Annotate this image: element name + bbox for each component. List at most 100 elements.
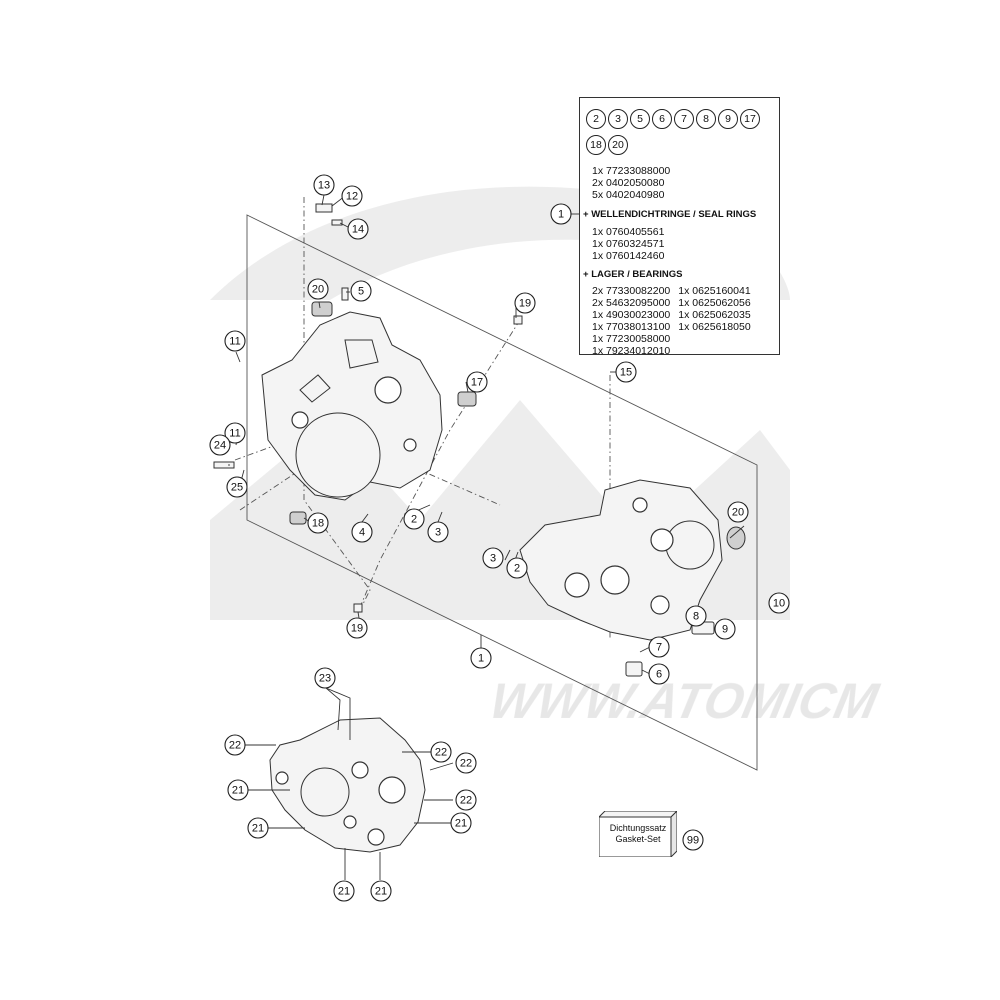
callout-label: 11 (229, 336, 240, 348)
ref-badge: 3 (608, 109, 628, 129)
bearing-line: 2x 54632095000 (592, 297, 671, 309)
callout-circle (427, 521, 449, 543)
callout-label: 22 (460, 795, 472, 807)
callout-circle (648, 636, 670, 658)
screw-line: 1x 77233088000 (592, 165, 671, 177)
callout-circle (351, 521, 373, 543)
callout-11: 11 (224, 422, 246, 444)
callout-19: 19 (514, 292, 536, 314)
callout-label: 14 (352, 224, 364, 236)
callout-circle (682, 829, 704, 851)
bearing-line: 1x 49030023000 (592, 309, 671, 321)
callout-label: 22 (229, 740, 241, 752)
callout-label: 3 (435, 527, 441, 539)
callout-8: 8 (685, 605, 707, 627)
callout-label: 18 (312, 518, 324, 530)
callout-label: 7 (656, 642, 662, 654)
callout-circle (714, 618, 736, 640)
callout-circle (768, 592, 790, 614)
ref-badge: 18 (586, 135, 606, 155)
callout-circle (314, 667, 336, 689)
bearing-line: 2x 77330082200 (592, 285, 671, 297)
callout-21: 21 (333, 880, 355, 902)
gasket-set-label-de: Dichtungssatz (609, 823, 667, 833)
callout-15: 15 (615, 361, 637, 383)
callout-circle (226, 476, 248, 498)
callout-circle (506, 557, 528, 579)
callout-circle (455, 752, 477, 774)
callout-circle (313, 174, 335, 196)
callout-circle (224, 734, 246, 756)
callout-circle (470, 647, 492, 669)
callout-layer: 1122334567891011111213141517181919202021… (209, 174, 790, 902)
callout-label: 2 (514, 563, 520, 575)
callout-20: 20 (307, 278, 329, 300)
bearing-line: 1x 0625618050 (678, 321, 751, 333)
bearings-heading: + LAGER / BEARINGS (583, 269, 683, 280)
screw-line: 5x 0402040980 (592, 189, 665, 201)
ref-badge: 9 (718, 109, 738, 129)
callout-circle (227, 779, 249, 801)
bearing-line: 1x 77230058000 (592, 333, 671, 345)
callout-22: 22 (455, 752, 477, 774)
callout-1: 1 (550, 203, 572, 225)
callout-6: 6 (648, 663, 670, 685)
callout-1: 1 (470, 647, 492, 669)
bearing-18 (289, 511, 307, 525)
callout-12: 12 (341, 185, 363, 207)
callout-label: 9 (722, 624, 728, 636)
callout-label: 1 (478, 653, 484, 665)
callout-label: 20 (732, 507, 744, 519)
screw-list: 1x 77233088000 2x 0402050080 5x 04020409… (592, 165, 670, 201)
small-parts (213, 203, 746, 677)
plus-sign: + (583, 209, 589, 220)
callout-label: 21 (455, 818, 467, 830)
callout-20: 20 (727, 501, 749, 523)
dowel-19-bottom (353, 603, 363, 613)
callout-3: 3 (427, 521, 449, 543)
callout-circle (307, 512, 329, 534)
right-crankcase-half (519, 479, 723, 641)
callout-label: 2 (411, 514, 417, 526)
callout-label: 21 (338, 886, 350, 898)
gasket-set-label: Dichtungssatz Gasket-Set (599, 823, 677, 845)
callout-label: 25 (231, 482, 243, 494)
callout-24: 24 (209, 434, 231, 456)
callout-2: 2 (506, 557, 528, 579)
callout-circle (209, 434, 231, 456)
callout-21: 21 (370, 880, 392, 902)
callout-label: 11 (229, 428, 240, 440)
callout-circle (455, 789, 477, 811)
assembled-crankcase (269, 717, 426, 853)
callout-3: 3 (482, 547, 504, 569)
bearings-heading-text: LAGER / BEARINGS (591, 269, 683, 280)
callout-label: 12 (346, 191, 358, 203)
dowel-19-top (513, 315, 523, 325)
seal-rings-heading-text: WELLENDICHTRINGE / SEAL RINGS (591, 209, 757, 220)
callout-17: 17 (466, 371, 488, 393)
callout-19: 19 (346, 617, 368, 639)
seal-list: 1x 0760405561 1x 0760324571 1x 076014246… (592, 226, 664, 262)
ref-badge: 6 (652, 109, 672, 129)
clamp-12-13 (315, 203, 333, 213)
callout-circle (482, 547, 504, 569)
bearing-column-right: 1x 0625160041 1x 0625062056 1x 062506203… (678, 285, 750, 357)
callout-circle (347, 218, 369, 240)
callout-label: 21 (252, 823, 264, 835)
callout-5: 5 (350, 280, 372, 302)
screw-24 (213, 461, 235, 469)
bearing-line: 1x 0625062035 (678, 309, 751, 321)
callout-label: 24 (214, 440, 226, 452)
callout-circle (307, 278, 329, 300)
callout-18: 18 (307, 512, 329, 534)
bearing-line: 1x 79234012010 (592, 345, 671, 357)
callout-circle (727, 501, 749, 523)
ref-badge: 2 (586, 109, 606, 129)
callout-label: 8 (693, 611, 699, 623)
callout-14: 14 (347, 218, 369, 240)
screw-line: 2x 0402050080 (592, 177, 665, 189)
callout-circle (648, 663, 670, 685)
callout-21: 21 (227, 779, 249, 801)
